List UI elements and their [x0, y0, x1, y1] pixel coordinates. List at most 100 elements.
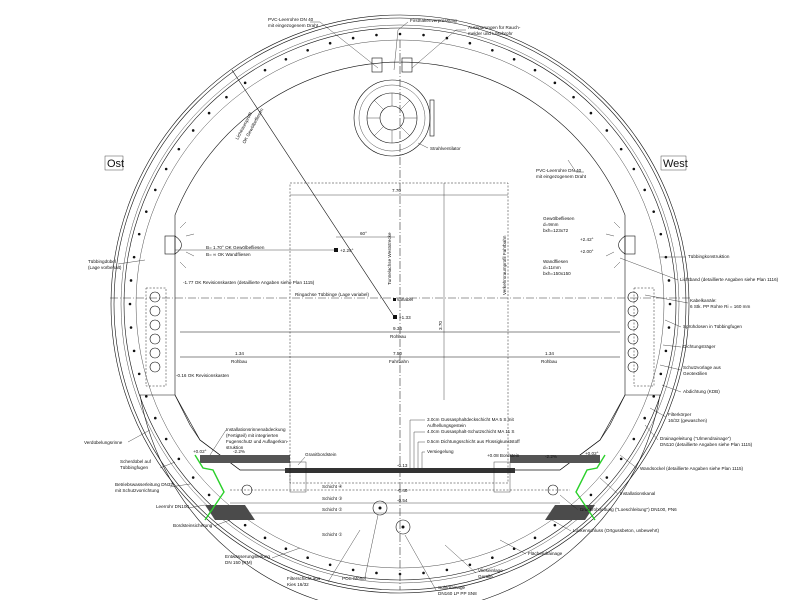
light-band-right-icon: [605, 221, 636, 269]
label-vault-tiles: Gewölbefliesen: [543, 216, 575, 221]
drain-pipe-icon: [372, 500, 388, 516]
label-water-2: mit Schutzvorrichtung: [115, 488, 160, 493]
light-band-left-icon: [164, 221, 195, 269]
cable-ducts-left: [145, 287, 167, 387]
bolt-dot: [652, 210, 656, 213]
layer-schicht-4: Schicht ④: [322, 484, 343, 489]
label-drainage: Entwässerungsleitung: [225, 554, 270, 559]
label-drain: Drainageleitung ("Ulmendrainage"): [660, 436, 731, 441]
edge-right: +0.02°: [585, 451, 599, 456]
jet-fan-icon: [353, 57, 435, 157]
sole-drain-pipe-icon: [395, 519, 411, 535]
dim-left: 1.34: [235, 351, 244, 356]
slope-right: -2.2%: [545, 454, 557, 459]
label-fleece-2: Gerölle: [478, 574, 493, 579]
bolt-dot: [284, 57, 288, 61]
label-drain-2: DN110 (detaillierte Angaben siehe Plan 1…: [660, 442, 753, 447]
label-elev-a: +2.42°: [580, 237, 594, 242]
bolt-dot: [605, 476, 609, 479]
channel-cover-right: [510, 455, 600, 463]
label-pcc: PCC-Mörtel: [342, 576, 366, 581]
layer-1b: Aufhellungsgestein: [427, 423, 466, 428]
label-water: Betriebswasserleitung DN32: [115, 482, 173, 487]
bolt-dot: [468, 563, 472, 567]
bolt-dot: [375, 33, 378, 37]
bolt-dot: [137, 372, 141, 376]
label-curb-secure: Bordsteinsicherung: [173, 523, 213, 528]
bolt-dot: [328, 41, 332, 45]
label-fleece: Vlieseinlage: [478, 568, 503, 573]
dim-width-top: 7.70: [392, 188, 401, 193]
bolt-dot: [128, 302, 132, 306]
bolt-dot: [225, 95, 228, 99]
bolt-dot: [351, 36, 355, 40]
label-wall-tiles-d: d=11mm: [543, 265, 561, 270]
dim-right: 1.34: [545, 351, 554, 356]
bolt-dot: [177, 457, 181, 461]
label-geo: Schutzvorlage aus: [683, 365, 721, 370]
leader-lines: [117, 21, 689, 591]
bolt-dot: [144, 210, 148, 213]
bolt-dot: [491, 556, 494, 560]
bolt-dot: [533, 536, 537, 540]
label-first: Firsthakenverpressung: [410, 18, 457, 23]
bolt-dot: [153, 188, 157, 192]
label-geo-2: Geotextilien: [683, 371, 708, 376]
bolt-dot: [619, 457, 623, 461]
bolt-dot: [445, 568, 449, 572]
label-variable: variabel: [397, 297, 413, 302]
bolt-dot: [667, 279, 671, 282]
dim-rohbau: 9.34: [393, 326, 402, 331]
label-surface-drain: Flächendrainage: [528, 551, 563, 556]
bolt-dot: [191, 129, 195, 132]
bolt-dot: [306, 48, 309, 52]
bolt-dot: [668, 302, 672, 306]
bolt-dot: [375, 571, 378, 575]
bolt-dot: [284, 547, 288, 551]
bolt-dot: [422, 571, 425, 575]
bolt-dot: [243, 523, 247, 527]
bolt-dot: [491, 48, 494, 52]
label-install: Installationskanal: [620, 491, 655, 496]
bolt-dot: [144, 395, 148, 398]
label-cable-2: 6 Stk. PP Rohre Ri = 160 mm: [690, 304, 750, 309]
bolt-dot: [619, 147, 623, 151]
label-filterlayer: Filterschicht aus: [287, 576, 321, 581]
label-shear: Scherdübel auf: [120, 459, 152, 464]
bolt-dot: [306, 556, 309, 560]
bolt-dot: [589, 493, 593, 497]
label-cover-2: (Fertigteil) mit integrierten: [226, 433, 279, 438]
curb-elev: +0.08 Bordstein: [487, 453, 520, 458]
east-text: Ost: [107, 158, 124, 170]
label-spray: Sprühdosen in Tübbingfugen: [683, 324, 742, 329]
bolt-dot: [422, 33, 425, 37]
bolt-dot: [177, 147, 181, 151]
bolt-dot: [351, 568, 355, 572]
label-smoke-2: melder und Löschrohr: [468, 31, 513, 36]
dim-angle: 60°: [360, 231, 367, 236]
label-segment: Tübbingkonstruktion: [688, 254, 730, 259]
bolt-dot: [263, 536, 267, 540]
bolt-dot: [468, 41, 472, 45]
east-label: Ost: [104, 155, 124, 171]
pressure-pipe-right: [547, 484, 559, 496]
label-filter: Filterkörper: [668, 412, 692, 417]
label-right-rohbau: Rohbau: [541, 359, 558, 364]
elev-133: +1.33: [399, 315, 411, 320]
bolt-dot: [605, 129, 609, 132]
label-cover-4: struktion: [226, 445, 244, 450]
label-shear-2: Tübbingfugen: [120, 465, 149, 470]
bolt-dot: [328, 563, 332, 567]
layer-schicht-1: Schicht ①: [322, 532, 343, 537]
bolt-dot: [207, 111, 211, 115]
label-smoke: Aussparungen für Rauch-: [468, 25, 521, 30]
bolt-dot: [129, 326, 133, 329]
label-wall-tiles: Wandfliesen: [543, 259, 569, 264]
label-vault-tiles-d: d=9mm: [543, 222, 559, 227]
dim-fahrbahn: 7.50: [393, 351, 402, 356]
layer-2: 4.0cm Gussasphalt-Schutzschicht MA 11 S: [427, 429, 515, 434]
dim-height: 3.70: [438, 321, 443, 330]
bolt-dot: [243, 81, 247, 85]
road-elev: -0.13: [397, 463, 408, 468]
